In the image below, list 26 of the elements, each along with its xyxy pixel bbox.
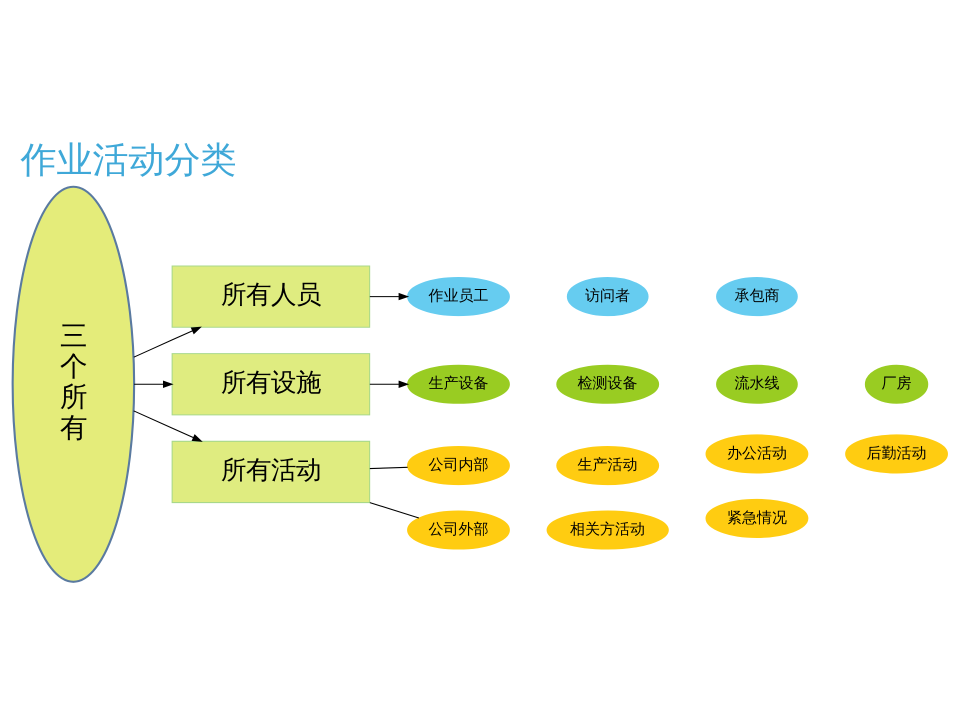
connector [370,466,408,469]
node-ellipse: 生产设备 [407,364,510,404]
node-ellipse: 流水线 [716,364,798,404]
arrow [370,380,410,388]
node-box: 所有人员 [172,264,370,328]
diagram-title: 作业活动分类 [20,140,236,181]
arrow [134,326,202,358]
node-ellipse: 办公活动 [706,434,808,474]
node-ellipse: 后勤活动 [845,434,948,474]
node-ellipse: 紧急情况 [706,498,808,538]
arrow [370,292,410,300]
node-ellipse: 相关方活动 [546,510,669,550]
node-ellipse: 承包商 [716,276,798,316]
node-box: 所有设施 [172,352,370,415]
node-ellipse: 厂房 [864,364,928,404]
connector [370,502,420,518]
arrow [133,410,203,442]
node-ellipse: 生产活动 [556,446,660,485]
node-ellipse: 作业员工 [407,276,510,316]
node-ellipse: 公司外部 [407,510,510,550]
node-ellipse: 检测设备 [556,364,660,404]
node-ellipse: 三个所有 [12,185,136,582]
node-ellipse: 公司内部 [407,446,510,485]
arrow [134,380,174,388]
node-ellipse: 访问者 [566,276,649,316]
node-box: 所有活动 [172,440,370,503]
